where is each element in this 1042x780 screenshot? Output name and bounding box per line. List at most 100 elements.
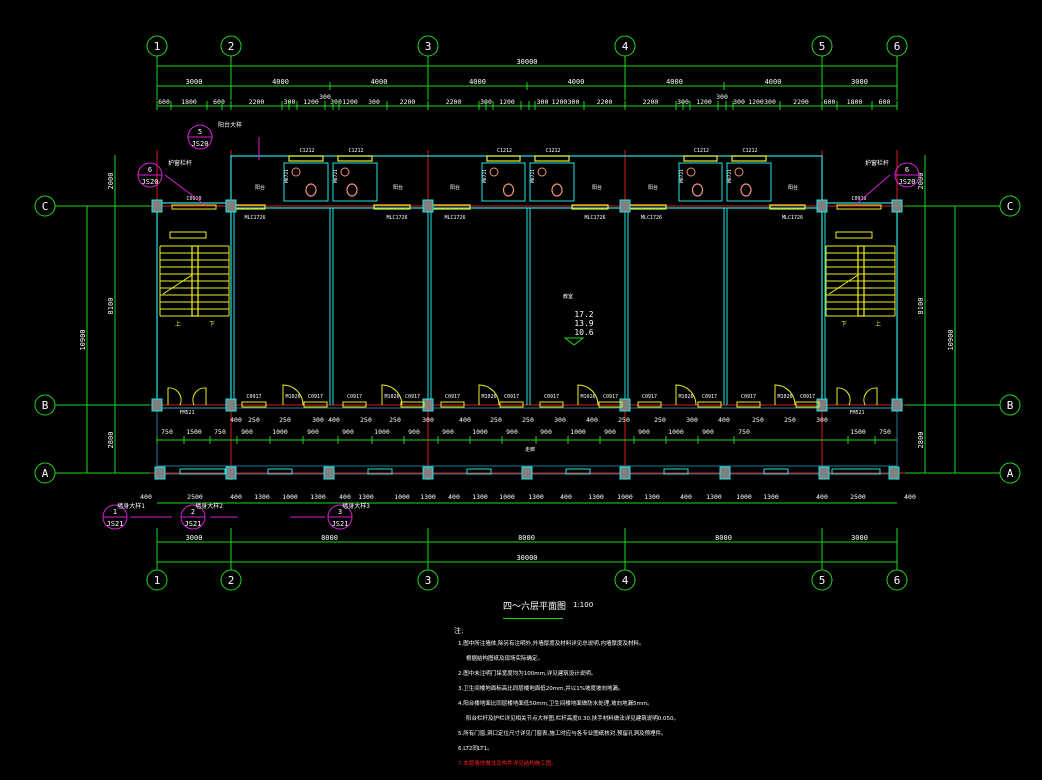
- dim-top-bay: 4000: [272, 78, 289, 86]
- dim-bottom-detail: 1300: [528, 493, 544, 501]
- label-balcony: 阳台: [450, 184, 460, 191]
- dim-corridor-upper: 300: [312, 416, 324, 424]
- window-c0917: [697, 401, 722, 408]
- corridor-window: [831, 468, 881, 475]
- dim-top-total: 30000: [516, 58, 537, 66]
- dim-bottom-bay: 3000: [186, 534, 203, 542]
- dim-top-detail: 2200: [597, 98, 613, 106]
- label-c0910: C0910: [851, 196, 866, 202]
- axis-label-1: 1: [154, 574, 161, 587]
- dim-corridor-lower: 1500: [850, 428, 866, 436]
- door-m1026: [577, 384, 599, 406]
- dim-corridor-upper: 400: [586, 416, 598, 424]
- dim-top-detail: 600: [158, 98, 170, 106]
- window-c0917: [637, 401, 662, 408]
- dim-top-detail: 1200: [499, 98, 515, 106]
- axis-label-6: 6: [894, 40, 901, 53]
- dim-top-detail: 600: [824, 98, 836, 106]
- dim-corridor-lower: 900: [307, 428, 319, 436]
- dim-top-bay: 3000: [851, 78, 868, 86]
- column: [151, 398, 163, 412]
- dim-corridor-upper: 250: [360, 416, 372, 424]
- column: [422, 466, 434, 480]
- dim-bottom-detail: 1300: [644, 493, 660, 501]
- door-m1026: [282, 384, 304, 406]
- dim-corridor-lower: 900: [442, 428, 454, 436]
- window-c0917: [499, 401, 524, 408]
- column: [891, 398, 903, 412]
- column: [521, 466, 533, 480]
- callout-text: 墙身大样1: [117, 502, 145, 510]
- dim-top-detail: 1200: [748, 98, 764, 106]
- corridor-window: [367, 468, 393, 475]
- dim-bottom-detail: 400: [230, 493, 242, 501]
- sink-icon: [291, 167, 301, 177]
- stair-room-left: [156, 202, 232, 409]
- dim-corridor-upper: 300: [686, 416, 698, 424]
- dim-bottom-detail: 1300: [472, 493, 488, 501]
- label-balcony: 阳台: [788, 184, 798, 191]
- dim-bottom-detail: 2500: [850, 493, 866, 501]
- label-c0917: C0917: [445, 394, 460, 400]
- column: [619, 466, 631, 480]
- dim-bottom-detail: 400: [140, 493, 152, 501]
- axis-label-6: 6: [894, 574, 901, 587]
- dim-corridor-upper: 250: [279, 416, 291, 424]
- dim-side-total: 10900: [947, 329, 955, 350]
- elevation-2: 10.6: [574, 328, 593, 337]
- note-line: 3.卫生间楼地面标高比同层楼地面低20mm,并以1%坡度坡向地漏。: [458, 686, 624, 692]
- dim-bottom-detail: 1300: [706, 493, 722, 501]
- corridor-window: [763, 468, 789, 475]
- window-c0917: [440, 401, 465, 408]
- dim-corridor-upper: 250: [618, 416, 630, 424]
- bathroom: [678, 162, 723, 202]
- callout-leader: [854, 174, 891, 206]
- dim-top-detail: 1200: [552, 98, 568, 106]
- column: [225, 199, 237, 213]
- column: [225, 466, 237, 480]
- dim-bottom-detail: 400: [680, 493, 692, 501]
- dim-top-bay: 4000: [568, 78, 585, 86]
- note-line: 根据结构图纸及现场实际确定。: [466, 656, 544, 662]
- dim-corridor-upper: 250: [752, 416, 764, 424]
- stair-left-up: 上: [175, 320, 181, 328]
- dim-top-bay: 3000: [186, 78, 203, 86]
- dim-top-bay: 4000: [371, 78, 388, 86]
- dim-bottom-detail: 1300: [310, 493, 326, 501]
- dim-top-detail: 1800: [847, 98, 863, 106]
- label-c0917: C0917: [642, 394, 657, 400]
- callout-num: 1: [113, 508, 117, 516]
- dim-corridor-lower: 900: [702, 428, 714, 436]
- axis-label-1: 1: [154, 40, 161, 53]
- dim-side-total: 10900: [79, 329, 87, 350]
- window-c1212: [683, 155, 718, 162]
- note-line: 4.阳台楼地面比同层楼地面低50mm,卫生间楼地面做防水处理,坡向地漏5mm。: [458, 701, 653, 707]
- column: [891, 199, 903, 213]
- dim-bottom-detail: 1000: [499, 493, 515, 501]
- window-c1212: [534, 155, 570, 162]
- stair-left-break: [162, 274, 193, 295]
- stair-left-well: [191, 245, 199, 317]
- door-m1026: [774, 384, 796, 406]
- callout-text: 护窗栏杆: [865, 159, 889, 167]
- label-c0917: C0917: [800, 394, 815, 400]
- dim-top-detail: 2200: [446, 98, 462, 106]
- label-mlc1726: MLC1726: [444, 215, 465, 221]
- dim-bottom-detail: 400: [560, 493, 572, 501]
- callout-sheet: JS21: [185, 520, 202, 528]
- window-c0917: [303, 401, 328, 408]
- label-balcony: 阳台: [648, 184, 658, 191]
- dim-corridor-lower: 900: [241, 428, 253, 436]
- dim-bottom-bay: 8000: [518, 534, 535, 542]
- dim-corridor-lower: 1000: [272, 428, 288, 436]
- label-fm521: FM521: [179, 410, 194, 416]
- callout-sheet: JS20: [899, 178, 916, 186]
- dim-corridor-lower: 750: [214, 428, 226, 436]
- label-m0721: M0721: [333, 169, 339, 183]
- dim-top-detail: 300: [568, 98, 580, 106]
- stair-left-landing: [169, 231, 207, 239]
- column: [619, 398, 631, 412]
- dim-side-bottom: 2800: [917, 432, 925, 449]
- dim-side-mid: 8100: [107, 298, 115, 315]
- label-c0917: C0917: [702, 394, 717, 400]
